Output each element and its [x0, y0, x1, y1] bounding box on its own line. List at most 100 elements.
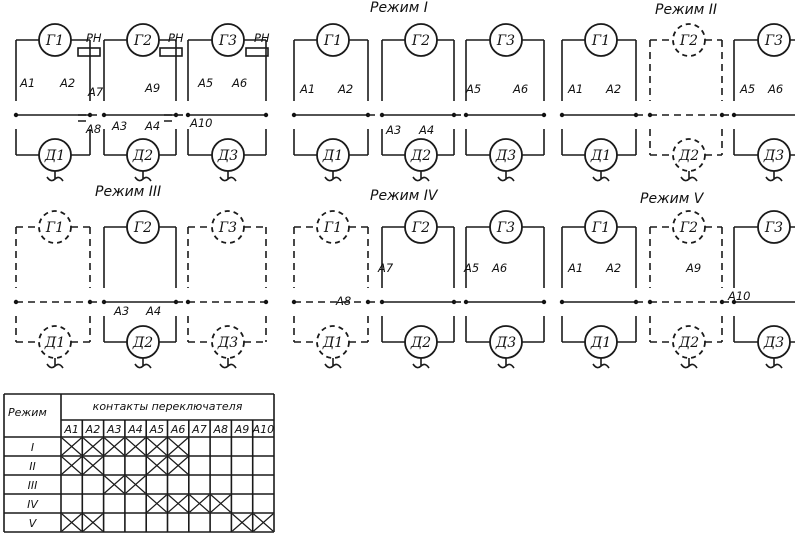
- motor-symbol: [672, 325, 706, 359]
- closed-contact-cross: [82, 513, 103, 532]
- motor-label: Д3: [763, 335, 784, 351]
- motor-label: Д2: [132, 148, 153, 164]
- junction-dot: [559, 112, 565, 118]
- closed-contact-cross: [104, 437, 125, 456]
- table-row-label: I: [31, 441, 34, 454]
- generator-label: Г2: [133, 33, 152, 49]
- contact-label: А5: [465, 82, 481, 96]
- closed-contact-cross: [189, 494, 210, 513]
- contact-symbol: [164, 114, 172, 122]
- contact-label: А4: [418, 123, 434, 137]
- motor-label: Д2: [678, 335, 699, 351]
- contact-label: А5: [463, 261, 479, 275]
- propeller-icon: [497, 171, 515, 182]
- table-column-header: А4: [127, 423, 143, 436]
- propeller-icon: [592, 171, 610, 182]
- motor-label: Д2: [410, 148, 431, 164]
- contact-label: А7: [377, 261, 394, 275]
- motor-label: Д3: [763, 148, 784, 164]
- table-column-header: А1: [63, 423, 79, 436]
- motor-label: Д1: [322, 335, 343, 351]
- contact-label: А9: [685, 261, 701, 275]
- closed-contact-cross: [253, 513, 274, 532]
- generator-label: Г1: [323, 33, 342, 49]
- table-corner-header: Режим: [8, 406, 47, 419]
- generator-label: Г2: [411, 33, 430, 49]
- table-column-header: А8: [212, 423, 228, 436]
- closed-contact-cross: [104, 475, 125, 494]
- motor-label: Д1: [44, 335, 65, 351]
- table-row-label: II: [29, 460, 36, 473]
- motor-label: Д3: [495, 148, 516, 164]
- generator-label: Г3: [496, 220, 515, 236]
- propeller-icon: [324, 171, 342, 182]
- table-row-label: IV: [27, 498, 39, 511]
- contact-label: А1: [19, 76, 35, 90]
- table-column-header: А10: [252, 423, 275, 436]
- junction-dot: [263, 112, 269, 118]
- closed-contact-cross: [125, 475, 146, 494]
- contact-label: А8: [335, 294, 351, 308]
- contact-label: А6: [512, 82, 528, 96]
- contact-label: А5: [739, 82, 755, 96]
- relay-coil: [159, 47, 183, 57]
- propeller-icon: [680, 358, 698, 369]
- junction-dot: [463, 112, 469, 118]
- table-column-header: А9: [234, 423, 250, 436]
- relay-label: РН: [254, 31, 270, 45]
- generator-label: Г1: [45, 220, 64, 236]
- motor-symbol: [211, 325, 245, 359]
- propeller-icon: [680, 171, 698, 182]
- junction-dot: [541, 112, 547, 118]
- motor-label: Д2: [410, 335, 431, 351]
- motor-label: Д3: [217, 148, 238, 164]
- mode-title: Режим I: [370, 0, 428, 16]
- junction-dot: [463, 299, 469, 305]
- table-row-label: III: [28, 479, 38, 492]
- motor-label: Д1: [590, 148, 611, 164]
- contact-label: А3: [111, 119, 127, 133]
- propeller-icon: [134, 171, 152, 182]
- table-column-header: А5: [149, 423, 165, 436]
- contact-label: А1: [567, 261, 583, 275]
- propeller-icon: [412, 358, 430, 369]
- contact-label: А2: [605, 82, 621, 96]
- mode-title: Режим II: [655, 2, 717, 18]
- junction-dot: [731, 112, 737, 118]
- generator-label: Г3: [496, 33, 515, 49]
- contact-label: А4: [144, 119, 160, 133]
- closed-contact-cross: [61, 513, 82, 532]
- generator-label: Г2: [679, 33, 698, 49]
- junction-dot: [13, 112, 19, 118]
- generator-label: Г3: [764, 220, 783, 236]
- contact-label: А6: [767, 82, 783, 96]
- closed-contact-cross: [146, 456, 167, 475]
- propeller-icon: [219, 358, 237, 369]
- contact-label: А8: [85, 122, 101, 136]
- propeller-icon: [46, 358, 64, 369]
- relay-label: РН: [168, 31, 184, 45]
- propeller-icon: [592, 358, 610, 369]
- mode-title: Режим III: [95, 184, 161, 200]
- motor-label: Д3: [495, 335, 516, 351]
- relay-coil: [77, 47, 101, 57]
- generator-label: Г2: [133, 220, 152, 236]
- generator-label: Г1: [591, 33, 610, 49]
- motor-label: Д1: [44, 148, 65, 164]
- junction-dot: [291, 112, 297, 118]
- contact-symbol: [78, 114, 86, 122]
- generator-label: Г3: [218, 33, 237, 49]
- contact-label: А9: [144, 81, 160, 95]
- generator-label: Г2: [411, 220, 430, 236]
- generator-label: Г1: [323, 220, 342, 236]
- mode-title: Режим IV: [370, 188, 439, 204]
- relay-coil: [245, 47, 269, 57]
- propeller-icon: [134, 358, 152, 369]
